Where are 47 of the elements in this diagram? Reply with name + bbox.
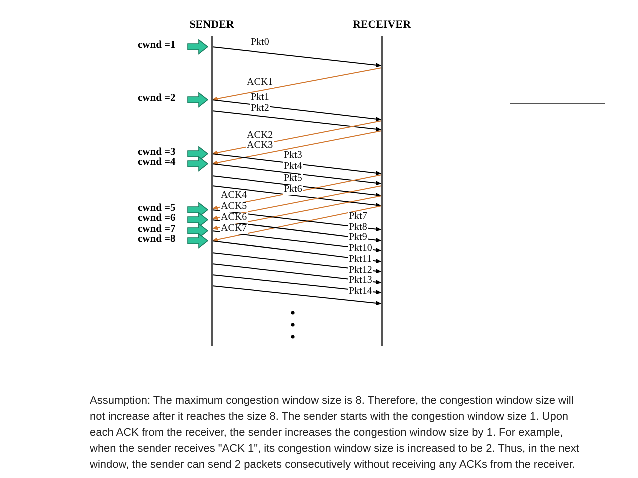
window-size-label: cwnd =2 (138, 94, 176, 104)
edge-label: ACK1 (246, 78, 274, 88)
message-arrow (212, 176, 382, 198)
edge-label: Pkt3 (283, 151, 304, 161)
window-size-label: cwnd =1 (138, 41, 176, 52)
edge-label: Pkt2 (250, 104, 270, 114)
edge-label: Pkt14 (348, 287, 374, 297)
window-size-label: cwnd =4 (138, 158, 176, 168)
edge-label: Pkt1 (250, 93, 270, 103)
window-size-label: cwnd =6 (138, 214, 176, 224)
caption: Assumption: The maximum congestion window size is 8. Therefore, the congestion window size will not increase after it reaches the size 8. The sender starts with the congestion window size 1. Upon each ACK from the receiver, the sender increases the congestion window size by 1. For example, when the sender receives "ACK 1", its congestion window size is increased to be 2. Thus, in the next window, the sender can send 2 packets consecutively without receiving any ACKs from the receiver. (90, 394, 580, 473)
edge-label: ACK3 (246, 141, 274, 151)
edge-label: ACK4 (220, 191, 248, 201)
message-arrow (212, 206, 382, 242)
message-arrow (212, 286, 382, 306)
edge-label: ACK6 (220, 213, 248, 223)
lifeline-header: RECEIVER (352, 20, 412, 31)
message-arrow (212, 110, 382, 132)
edge-label: Pkt7 (348, 212, 368, 222)
message-arrow (212, 130, 382, 166)
edge-label: Pkt10 (348, 244, 374, 254)
lifeline-header: SENDER (190, 20, 234, 31)
message-arrow (212, 68, 382, 102)
edge-label: Pkt4 (283, 162, 304, 172)
edge-label: Pkt13 (348, 276, 374, 286)
message-arrow (212, 186, 382, 208)
window-size-label: cwnd =5 (138, 204, 176, 214)
edge-label: Pkt12 (348, 266, 374, 276)
message-arrow (212, 154, 382, 176)
edge-label: Pkt0 (250, 38, 270, 48)
edge-label: Pkt5 (283, 174, 304, 184)
message-arrow (212, 186, 382, 220)
edge-label: Pkt9 (348, 233, 368, 243)
message-arrow (212, 164, 382, 186)
edge-label: ACK5 (220, 202, 248, 212)
message-arrow (212, 196, 382, 230)
window-size-label: cwnd =7 (138, 225, 176, 235)
edge-label: Pkt11 (348, 255, 373, 265)
window-size-label: cwnd =3 (138, 148, 176, 158)
edge-label: Pkt6 (283, 185, 304, 195)
edge-label: ACK2 (246, 131, 274, 141)
edge-label: Pkt8 (348, 223, 368, 233)
message-arrow (212, 100, 382, 122)
window-size-label: cwnd =8 (138, 235, 176, 246)
message-arrow (212, 46, 382, 68)
message-arrow (212, 210, 382, 232)
edge-label: ACK7 (220, 224, 248, 234)
